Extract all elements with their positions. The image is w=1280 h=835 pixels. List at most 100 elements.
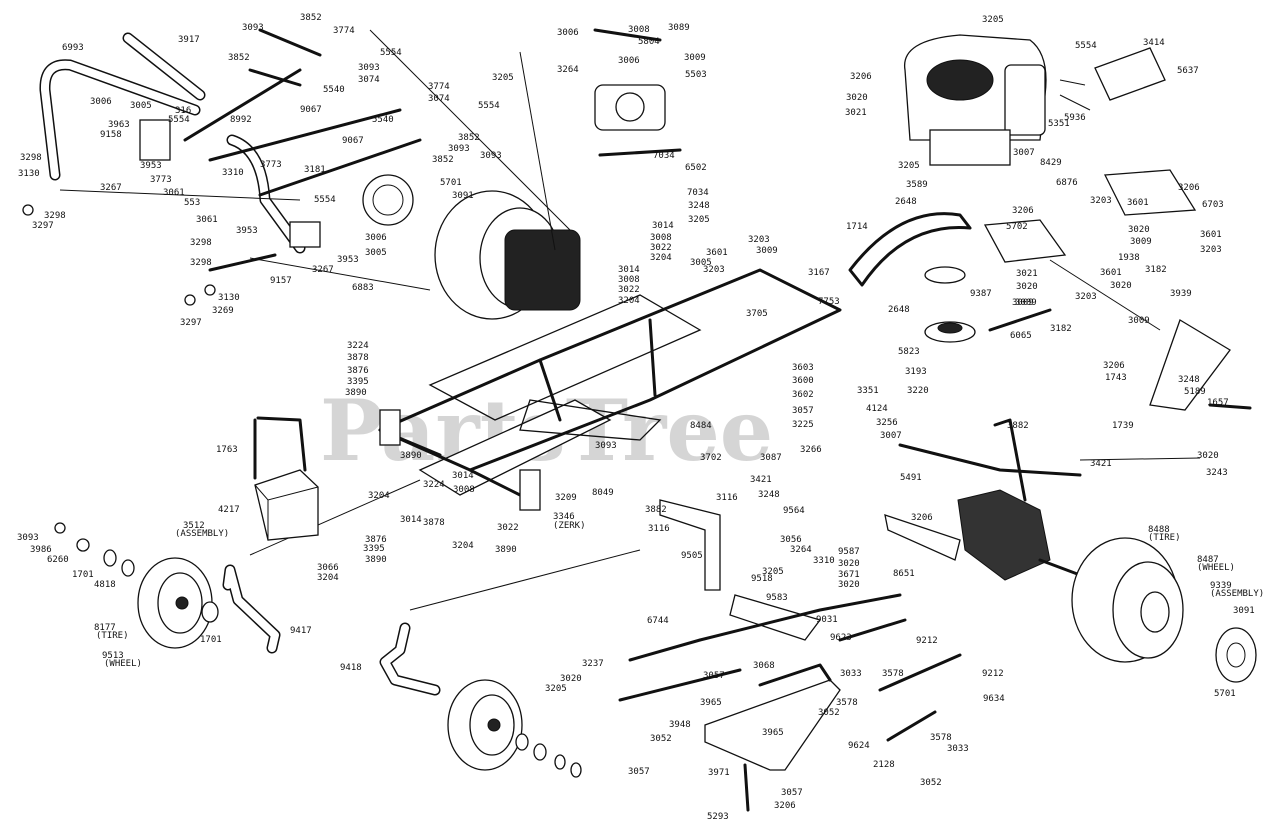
part-label: 3774: [428, 82, 450, 92]
part-label: 3009: [1128, 316, 1150, 326]
part-label: 3601: [1200, 230, 1222, 240]
part-label: 8484: [690, 421, 712, 431]
part-label: 3206: [850, 72, 872, 82]
part-label: 6502: [685, 163, 707, 173]
part-label: 3021: [1016, 269, 1038, 279]
part-label: 3116: [716, 493, 738, 503]
part-label: 3224: [423, 480, 445, 490]
part-label: 3008: [628, 25, 650, 35]
part-label: 3130: [218, 293, 240, 303]
part-label: 3022: [497, 523, 519, 533]
part-label: 3091: [1233, 606, 1255, 616]
part-label: 3006: [365, 233, 387, 243]
part-label: 6260: [47, 555, 69, 565]
part-label: 3310: [222, 168, 244, 178]
part-label: 6993: [62, 43, 84, 53]
part-label: 3052: [920, 778, 942, 788]
part-label: 3205: [762, 567, 784, 577]
part-label: 3395: [363, 544, 385, 554]
part-label: 3298: [44, 211, 66, 221]
part-label: 1743: [1105, 373, 1127, 383]
part-label: 3204: [618, 296, 640, 306]
part-label: 9583: [766, 593, 788, 603]
part-label: 3297: [32, 221, 54, 231]
part-label: 5554: [314, 195, 336, 205]
part-label: 3346: [553, 512, 575, 522]
chassis-frame: [249, 268, 842, 611]
part-label: 3014: [618, 265, 640, 275]
part-label: 9212: [982, 669, 1004, 679]
part-label: 3602: [792, 390, 814, 400]
part-label: 3091: [452, 191, 474, 201]
part-label: 3093: [448, 144, 470, 154]
part-label: 1763: [216, 445, 238, 455]
part-label: 5701: [1214, 689, 1236, 699]
part-label: 9564: [783, 506, 805, 516]
part-label: 3986: [30, 545, 52, 555]
part-label: 3061: [163, 188, 185, 198]
part-label: 8992: [230, 115, 252, 125]
part-label: 6065: [1010, 331, 1032, 341]
part-label: 3351: [857, 386, 879, 396]
part-label: 3005: [130, 101, 152, 111]
part-label: 3852: [432, 155, 454, 165]
part-label: 3116: [648, 524, 670, 534]
part-label: 3248: [1178, 375, 1200, 385]
part-label: 3068: [753, 661, 775, 671]
part-label: 3882: [1007, 421, 1029, 431]
part-label: 3237: [582, 659, 604, 669]
part-label: 3089: [668, 23, 690, 33]
part-label: 9031: [816, 615, 838, 625]
engine-assembly: [904, 34, 1166, 166]
part-label: 3267: [100, 183, 122, 193]
part-label: 3020: [1128, 225, 1150, 235]
part-label: 3890: [345, 388, 367, 398]
mower-lift-linkage: [618, 499, 962, 812]
part-label: 1739: [1112, 421, 1134, 431]
part-label: (TIRE): [96, 631, 129, 641]
part-label: 9158: [100, 130, 122, 140]
part-label: 9157: [270, 276, 292, 286]
part-label: 3414: [1143, 38, 1165, 48]
part-label: 553: [184, 198, 200, 208]
part-label: 3021: [845, 108, 867, 118]
part-label: 3206: [1012, 206, 1034, 216]
part-label: 3087: [760, 453, 782, 463]
part-label: (WHEEL): [104, 659, 142, 669]
part-label: 3264: [557, 65, 579, 75]
part-label: 5554: [478, 101, 500, 111]
part-label: 3057: [792, 406, 814, 416]
part-label: 3878: [347, 353, 369, 363]
part-label: 3020: [838, 580, 860, 590]
part-label: 3181: [304, 165, 326, 175]
part-label: (TIRE): [1148, 533, 1181, 543]
rear-right-transaxle-tire: [884, 418, 1257, 683]
part-label: 6876: [1056, 178, 1078, 188]
part-label: 3008: [453, 485, 475, 495]
part-label: 3248: [688, 201, 710, 211]
part-label: 3225: [792, 420, 814, 430]
part-label: 3009: [1012, 298, 1034, 308]
part-label: 3205: [898, 161, 920, 171]
part-label: 3020: [1016, 282, 1038, 292]
part-label: 3061: [196, 215, 218, 225]
part-label: 3057: [703, 671, 725, 681]
part-label: 3130: [18, 169, 40, 179]
part-label: 1701: [72, 570, 94, 580]
part-label: 3298: [190, 238, 212, 248]
part-label: 3589: [906, 180, 928, 190]
part-label: 3421: [1090, 459, 1112, 469]
part-label: 3395: [347, 377, 369, 387]
part-label: 3256: [876, 418, 898, 428]
part-label: 9624: [848, 741, 870, 751]
part-label: 3298: [20, 153, 42, 163]
part-label: 3248: [758, 490, 780, 500]
part-label: 9518: [751, 574, 773, 584]
part-label: 3009: [756, 246, 778, 256]
part-label: 3074: [428, 94, 450, 104]
part-label: 5823: [898, 347, 920, 357]
part-label: 3193: [905, 367, 927, 377]
part-label: 3206: [911, 513, 933, 523]
